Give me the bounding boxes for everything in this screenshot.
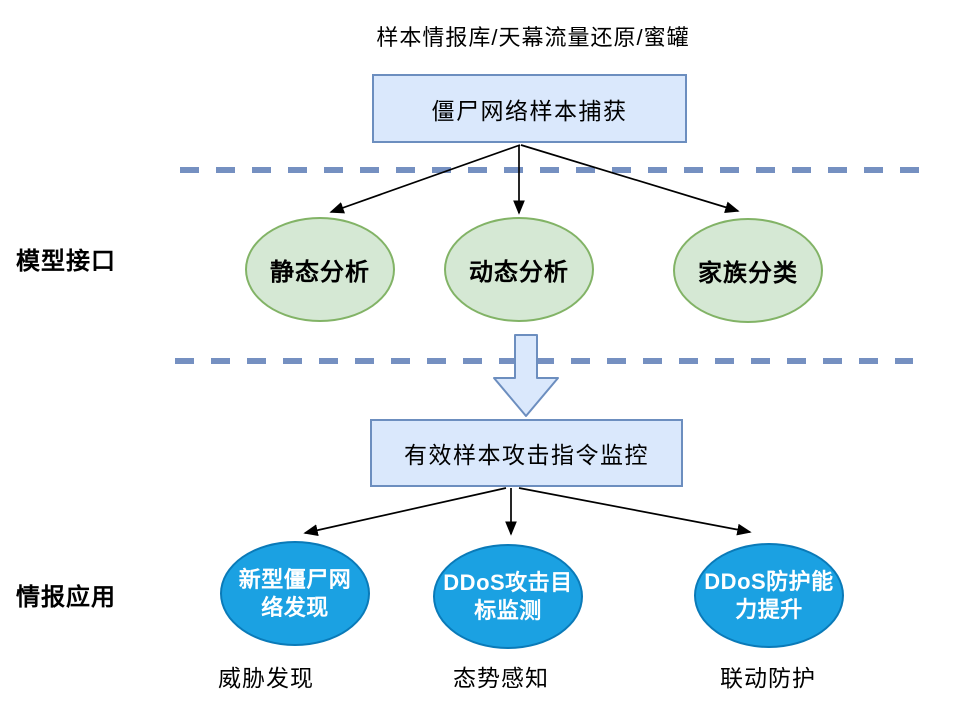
diagram-title: 样本情报库/天幕流量还原/蜜罐 [376,25,690,50]
separator-dashed-line-bottom [175,358,913,364]
node-dynamic-analysis-label: 动态分析 [469,259,569,286]
node-new-botnet-discovery-label: 新型僵尸网 络发现 [238,567,352,620]
node-botnet-sample-capture-label: 僵尸网络样本捕获 [431,97,628,124]
block-arrow-down [493,334,559,417]
node-family-classification-label: 家族分类 [698,260,798,287]
node-new-botnet-discovery: 新型僵尸网 络发现 [220,541,370,646]
node-attack-command-monitoring-label: 有效样本攻击指令监控 [404,442,649,468]
node-ddos-target-monitoring-label: DDoS攻击目 标监测 [443,570,573,623]
arrow-capture-to-family [520,144,740,213]
node-attack-command-monitoring: 有效样本攻击指令监控 [370,419,683,487]
node-family-classification: 家族分类 [673,218,823,323]
node-botnet-sample-capture: 僵尸网络样本捕获 [372,74,687,143]
node-ddos-target-monitoring: DDoS攻击目 标监测 [433,544,583,649]
arrow-capture-to-static [329,144,521,214]
row-label-model-interface: 模型接口 [16,248,116,275]
node-dynamic-analysis: 动态分析 [444,217,594,322]
arrow-monitoring-to-defense [518,487,752,536]
caption-linked-protection: 联动防护 [720,665,816,691]
caption-threat-discovery: 威胁发现 [218,665,314,691]
caption-situation-awareness: 态势感知 [453,665,549,691]
arrow-monitoring-to-discovery [303,487,507,537]
node-ddos-defense-improvement-label: DDoS防护能 力提升 [704,569,834,622]
node-static-analysis-label: 静态分析 [270,259,370,286]
node-ddos-defense-improvement: DDoS防护能 力提升 [694,543,844,648]
node-static-analysis: 静态分析 [245,217,395,322]
row-label-intel-application: 情报应用 [16,584,116,611]
separator-dashed-line-top [180,167,920,173]
